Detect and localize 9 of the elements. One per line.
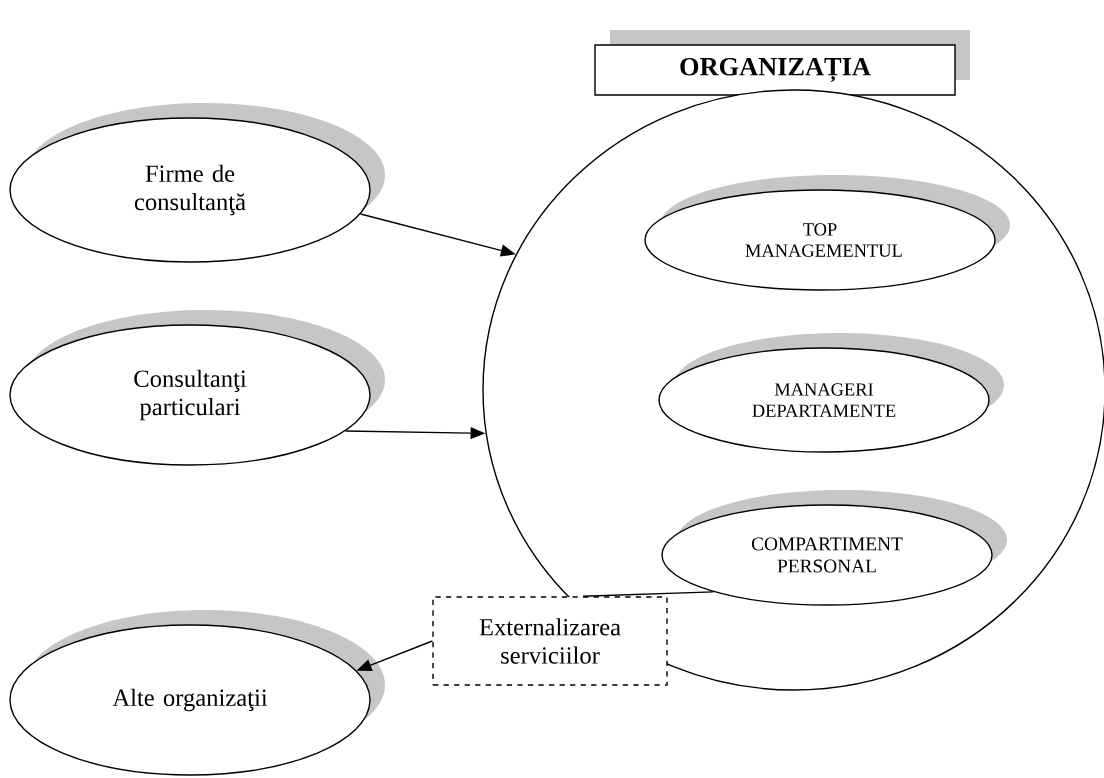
ellipse-node: MANAGERI DEPARTAMENTE bbox=[658, 333, 1004, 453]
ellipse-node: Firme de consultanţă bbox=[9, 103, 385, 263]
ellipse-node: TOP MANAGEMENTUL bbox=[644, 175, 1010, 291]
connector-line bbox=[582, 591, 715, 597]
ellipse-node: Consultanţi particulari bbox=[9, 310, 385, 466]
dashed-box: Externalizarea serviciilor bbox=[432, 596, 668, 686]
ellipse-node: Alte organizaţii bbox=[9, 610, 385, 776]
ellipse-node: COMPARTIMENT PERSONAL bbox=[661, 490, 1007, 606]
heading-box: ORGANIZAȚIA bbox=[594, 30, 970, 96]
